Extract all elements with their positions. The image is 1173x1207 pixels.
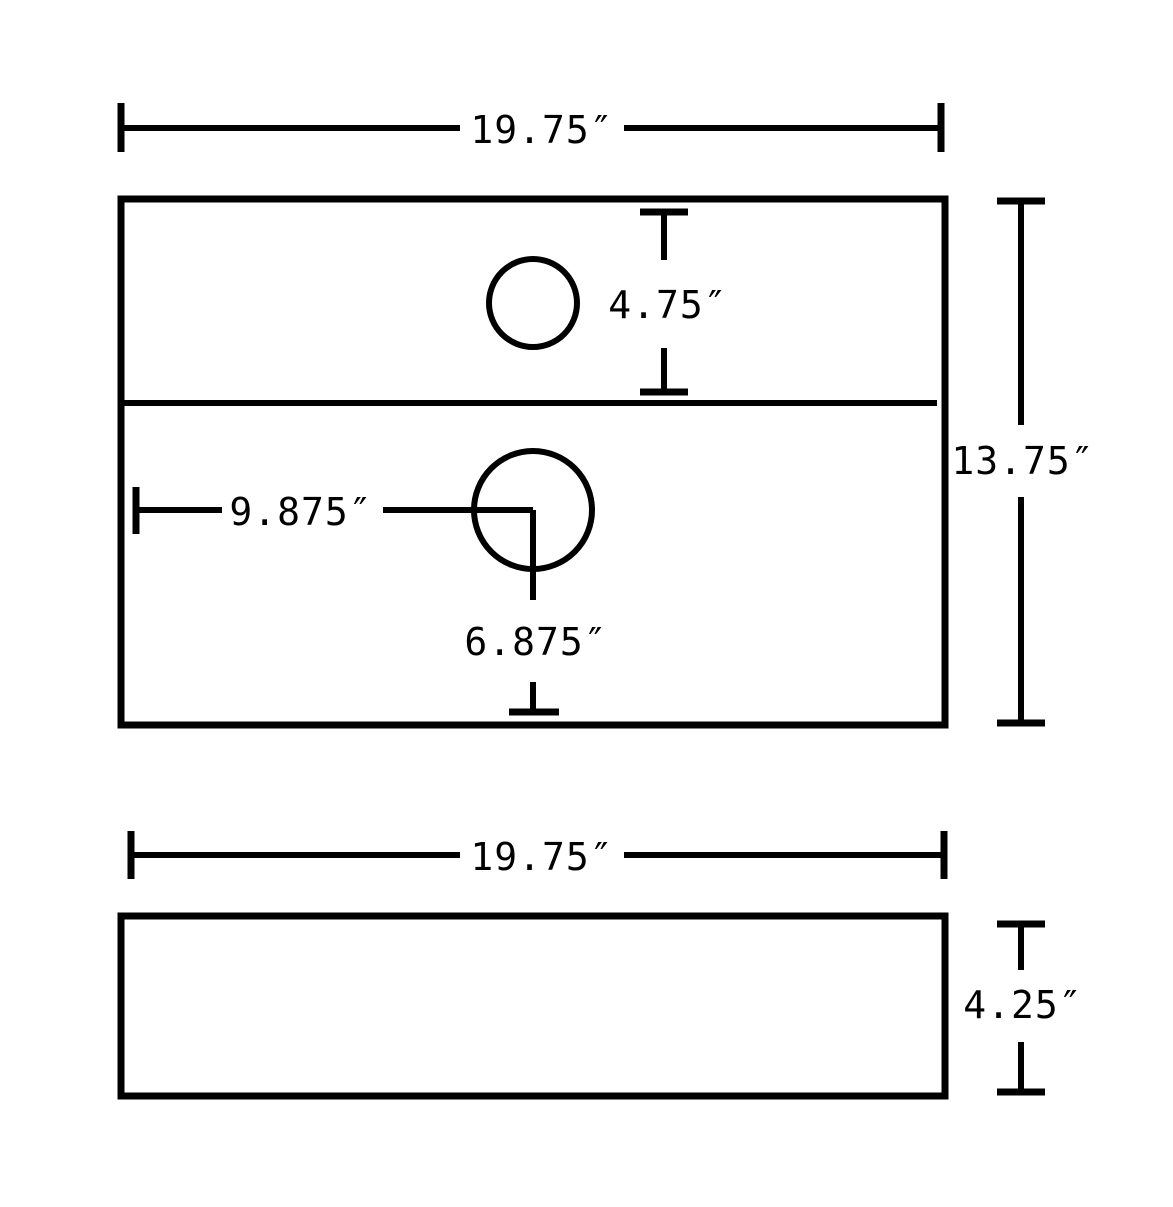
top-view-width-dimension: 19.75″ xyxy=(117,103,945,152)
side-view-width-dimension: 19.75″ xyxy=(127,831,948,879)
faucet-hole-circle xyxy=(486,256,580,350)
top-view-width-label: 19.75″ xyxy=(470,108,613,152)
side-view-height-label: 4.25″ xyxy=(963,983,1082,1027)
drain-vertical-dimension: 6.875″ xyxy=(464,510,607,716)
top-view-height-dimension: 13.75″ xyxy=(951,197,1094,727)
drain-hole-circle xyxy=(471,448,595,572)
top-view-height-label: 13.75″ xyxy=(951,439,1094,483)
drain-horizontal-dimension: 9.875″ xyxy=(132,487,533,534)
faucet-offset-dimension: 4.75″ xyxy=(608,208,727,396)
side-view-width-label: 19.75″ xyxy=(470,835,613,879)
faucet-offset-label: 4.75″ xyxy=(608,283,727,327)
side-view-height-dimension: 4.25″ xyxy=(963,920,1082,1096)
drain-vertical-label: 6.875″ xyxy=(464,620,607,664)
side-view-outline xyxy=(117,912,949,1100)
drain-horizontal-label: 9.875″ xyxy=(229,490,372,534)
top-view-outline xyxy=(117,195,949,729)
